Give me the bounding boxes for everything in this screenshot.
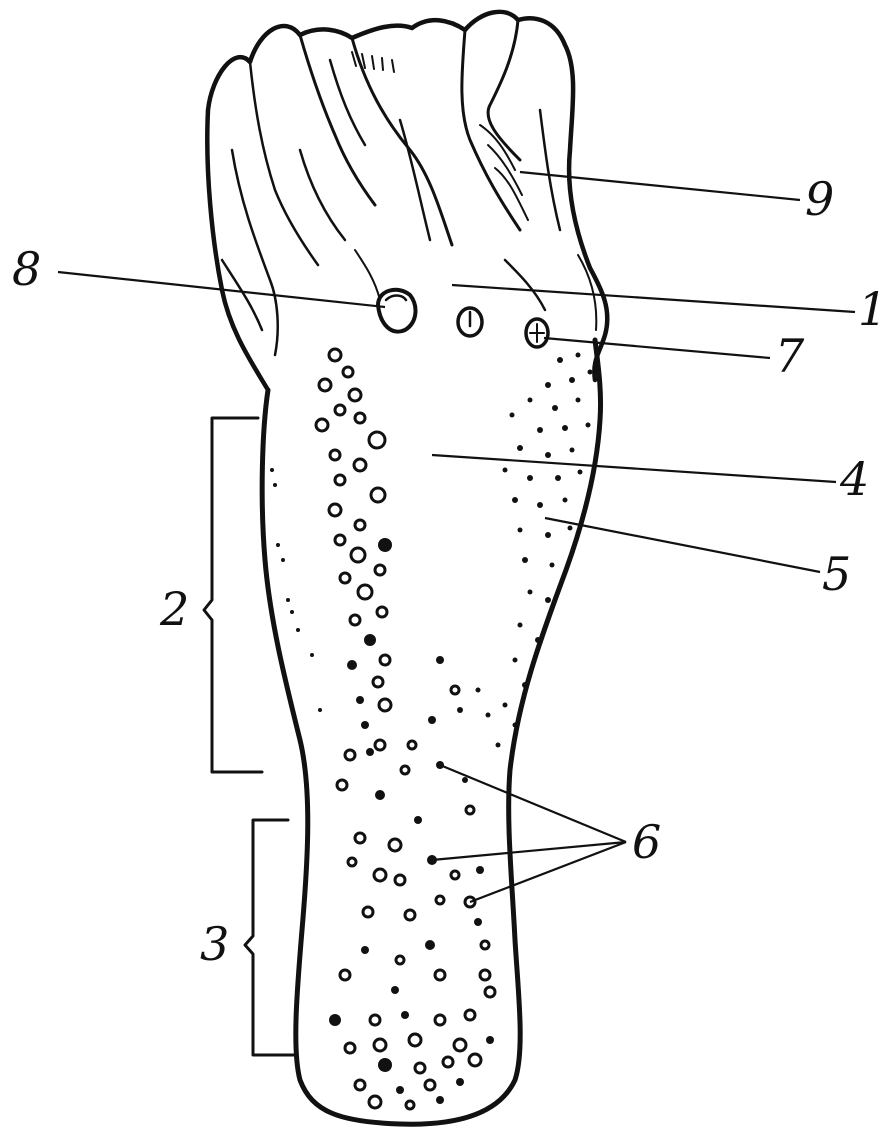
bracket-region-3 [245, 820, 295, 1055]
label-4: 4 [839, 452, 869, 506]
foramina [378, 290, 548, 347]
leader-line-5 [545, 518, 820, 572]
leader-line-6b [432, 842, 626, 860]
label-1: 1 [858, 282, 884, 336]
label-3: 3 [200, 917, 229, 971]
tongue-body-outline [262, 340, 600, 1124]
label-5: 5 [822, 547, 851, 601]
label-2: 2 [159, 582, 189, 636]
label-9: 9 [805, 172, 834, 226]
leader-line-4 [432, 455, 836, 482]
label-6: 6 [632, 815, 661, 869]
bracket-region-2 [204, 418, 262, 772]
leader-line-6a [440, 765, 626, 842]
leader-line-1 [452, 285, 855, 312]
label-7: 7 [775, 329, 805, 383]
leader-line-9 [520, 172, 800, 200]
label-8: 8 [12, 242, 41, 296]
leader-line-6c [470, 842, 626, 902]
